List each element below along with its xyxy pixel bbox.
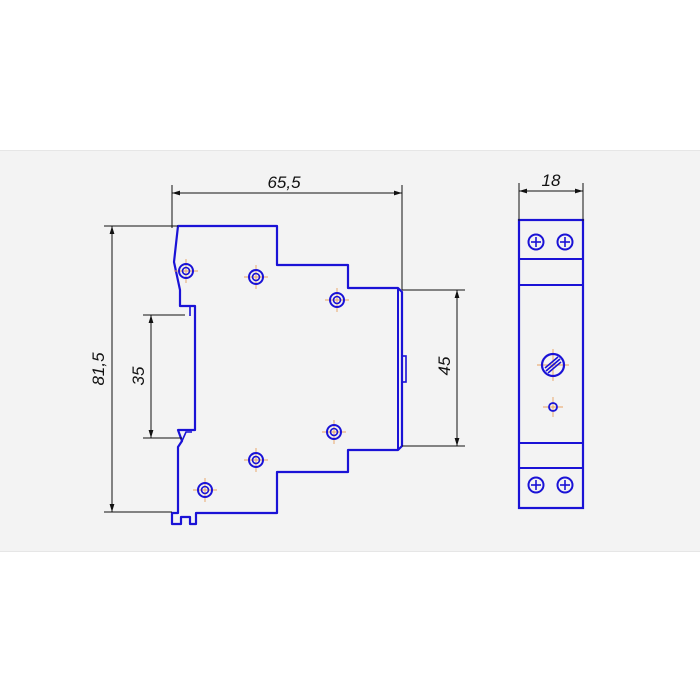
screw-4 bbox=[322, 420, 346, 444]
screw-6 bbox=[193, 478, 217, 502]
indicator-led bbox=[543, 397, 563, 417]
terminal-screw-top-left bbox=[527, 233, 545, 251]
rail-catch-bottom bbox=[181, 431, 192, 442]
side-clip bbox=[401, 355, 407, 383]
terminal-screw-top-right bbox=[556, 233, 574, 251]
dimension-label-rail-width: 35 bbox=[129, 366, 148, 385]
adjustment-knob bbox=[537, 349, 569, 381]
terminal-screw-bottom-right bbox=[556, 476, 574, 494]
screw-5 bbox=[244, 448, 268, 472]
terminal-screw-bottom-left bbox=[527, 476, 545, 494]
front-view-outline bbox=[517, 218, 585, 510]
side-view-outline bbox=[170, 224, 404, 526]
side-view bbox=[170, 224, 407, 526]
screw-3 bbox=[325, 288, 349, 312]
dimension-rail-width: 35 bbox=[129, 314, 185, 439]
dimension-front-height: 45 bbox=[402, 289, 465, 447]
dimension-overall-width: 65,5 bbox=[171, 173, 403, 290]
dimension-label-front-height: 45 bbox=[435, 356, 454, 375]
screw-2 bbox=[244, 265, 268, 289]
screw-1 bbox=[174, 259, 198, 283]
dimension-label-module-width: 18 bbox=[542, 171, 561, 190]
dimension-label-overall-width: 65,5 bbox=[267, 173, 301, 192]
dimension-label-overall-height: 81,5 bbox=[89, 352, 108, 386]
dimension-module-width: 18 bbox=[518, 171, 584, 221]
front-view bbox=[517, 218, 585, 510]
dimension-overall-height: 81,5 bbox=[89, 225, 178, 513]
rail-catch-top bbox=[180, 305, 191, 316]
